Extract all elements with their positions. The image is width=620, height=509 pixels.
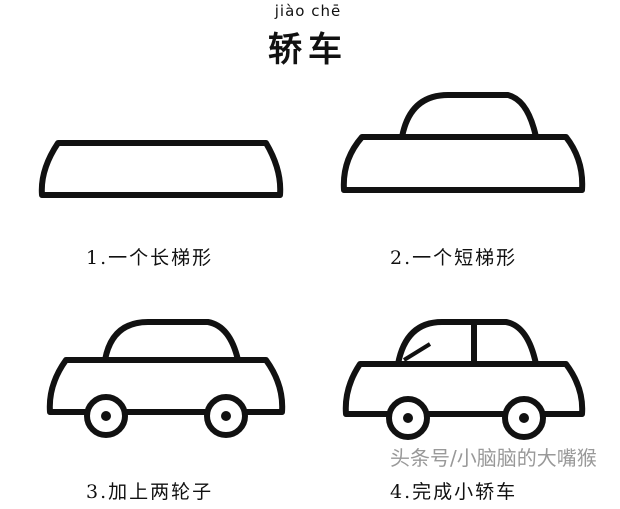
step2-short-trapezoid xyxy=(340,92,586,193)
step4-finished-car xyxy=(342,319,586,440)
step2-caption: 2.一个短梯形 xyxy=(390,247,518,269)
step3-caption: 3.加上两轮子 xyxy=(86,481,214,503)
step1-long-trapezoid xyxy=(38,140,284,198)
step3-car-with-wheels xyxy=(46,319,286,438)
step1-caption: 1.一个长梯形 xyxy=(86,247,214,269)
step4-caption: 4.完成小轿车 xyxy=(390,481,518,503)
title-pinyin: jiào chē xyxy=(274,2,342,20)
watermark: 头条号/小脑脑的大嘴猴 xyxy=(390,446,597,470)
page-title: 轿车 xyxy=(268,30,348,70)
